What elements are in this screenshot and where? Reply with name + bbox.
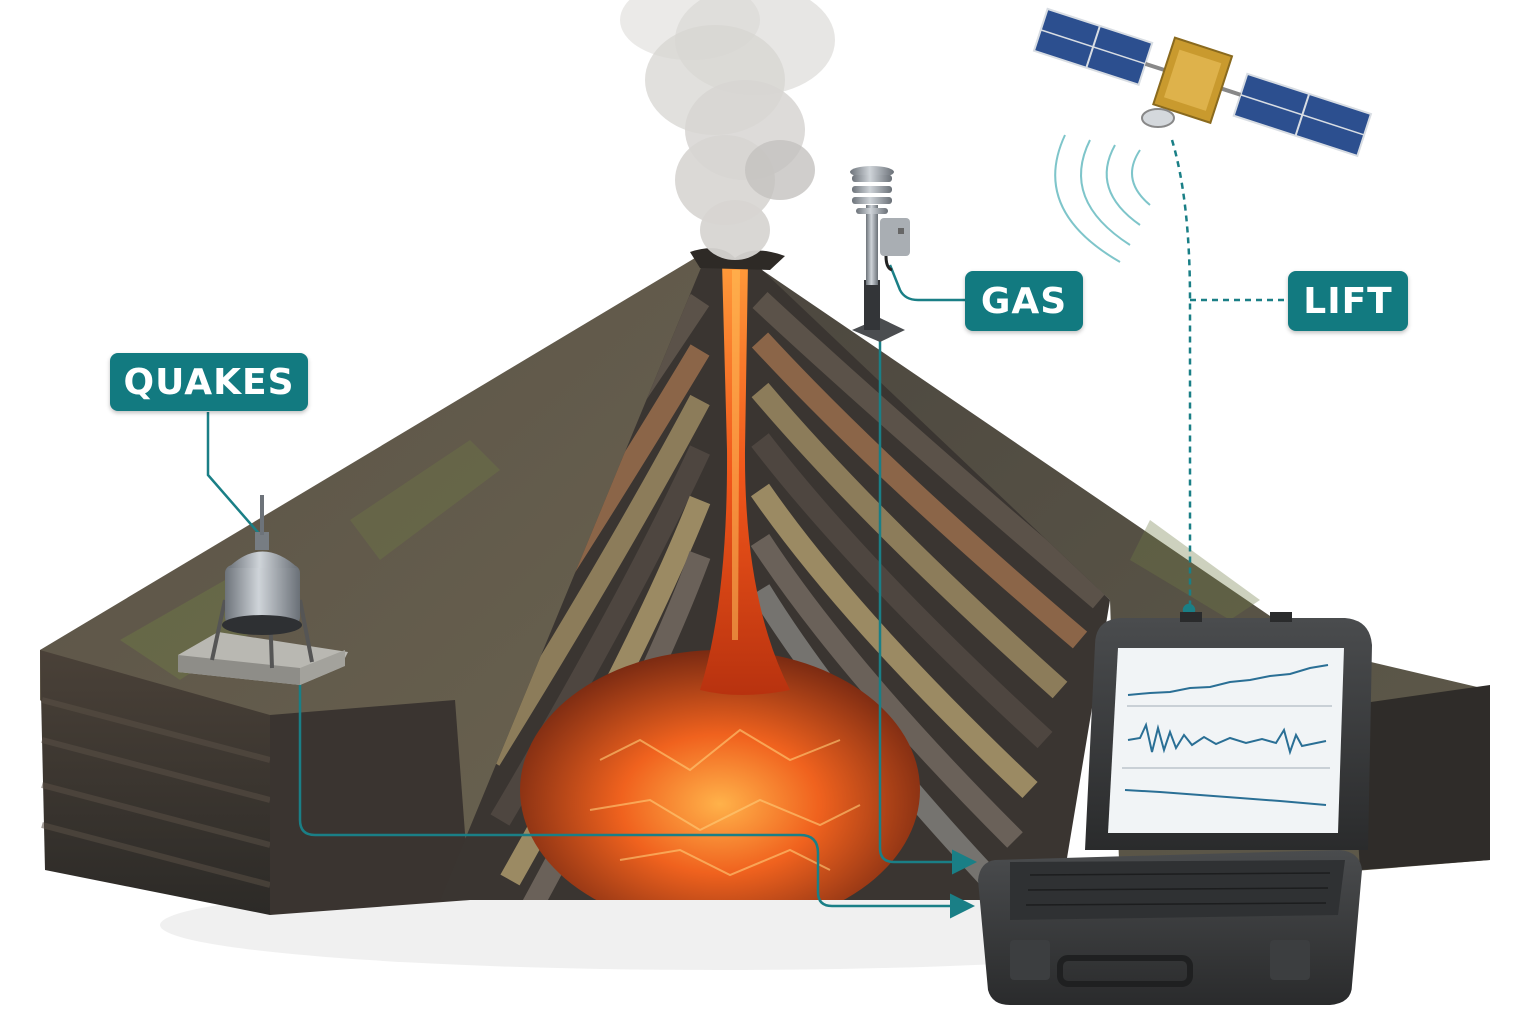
satellite-icon (1032, 7, 1373, 158)
label-quakes: QUAKES (110, 353, 308, 411)
field-laptop-icon (978, 612, 1372, 1005)
gas-trace (1124, 789, 1327, 806)
gas-sensor-icon (850, 166, 910, 342)
seismometer-icon (178, 495, 348, 685)
smoke-plume (620, 0, 835, 260)
connector-lines (206, 139, 1288, 919)
label-gas: GAS (965, 271, 1083, 331)
magma-conduit (700, 262, 790, 695)
seismic-trace (1127, 721, 1327, 756)
tilt-trace (1127, 664, 1329, 696)
signal-waves (1054, 134, 1151, 263)
label-lift: LIFT (1288, 271, 1408, 331)
